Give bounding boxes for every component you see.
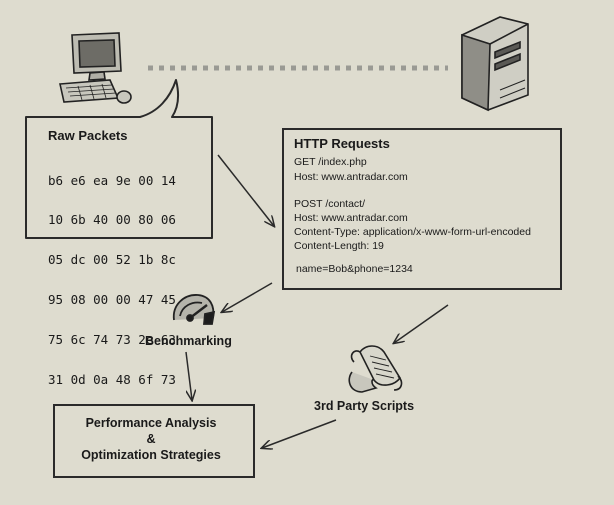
desktop-computer-icon	[59, 32, 132, 104]
http-get-host: Host: www.antradar.com	[294, 171, 408, 183]
raw-packets-hex: b6 e6 ea 9e 00 14 10 6b 40 00 80 06 05 d…	[48, 147, 176, 413]
arrow-benchmarking-to-analysis	[185, 351, 192, 400]
http-requests-box	[282, 128, 562, 290]
third-party-scripts-label: 3rd Party Scripts	[314, 399, 415, 413]
hex-line: 05 dc 00 52 1b 8c	[48, 252, 176, 268]
analysis-line-2: &	[146, 432, 156, 446]
http-post-line: POST /contact/	[294, 198, 366, 210]
analysis-line-3: Optimization Strategies	[81, 448, 221, 462]
paper-scroll-icon	[348, 345, 403, 393]
arrow-scripts-to-analysis	[262, 419, 337, 448]
http-requests-title: HTTP Requests	[294, 136, 390, 151]
hex-line: 75 6c 74 73 2e 63	[48, 332, 176, 348]
http-post-host: Host: www.antradar.com	[294, 212, 408, 224]
server-tower-icon	[461, 16, 529, 112]
http-get-line: GET /index.php	[294, 156, 367, 168]
hex-line: 95 08 00 00 47 45	[48, 292, 176, 308]
hex-line: 31 0d 0a 48 6f 73	[48, 372, 176, 388]
performance-analysis-box	[53, 404, 255, 478]
analysis-line-1: Performance Analysis	[85, 416, 217, 430]
hex-line: b6 e6 ea 9e 00 14	[48, 172, 176, 188]
arrow-http-to-benchmarking	[222, 282, 273, 312]
speedometer-gauge-icon	[172, 294, 216, 325]
http-body: name=Bob&phone=1234	[296, 263, 413, 275]
http-content-length: Content-Length: 19	[294, 240, 384, 252]
hex-line: 10 6b 40 00 80 06	[48, 212, 176, 228]
arrow-packets-to-http	[217, 154, 274, 226]
arrow-http-to-scripts	[394, 304, 449, 343]
http-content-type: Content-Type: application/x-www-form-url…	[294, 226, 531, 238]
raw-packets-title: Raw Packets	[48, 128, 128, 143]
raw-packets-bubble	[25, 79, 213, 239]
benchmarking-label: Benchmarking	[145, 334, 232, 348]
